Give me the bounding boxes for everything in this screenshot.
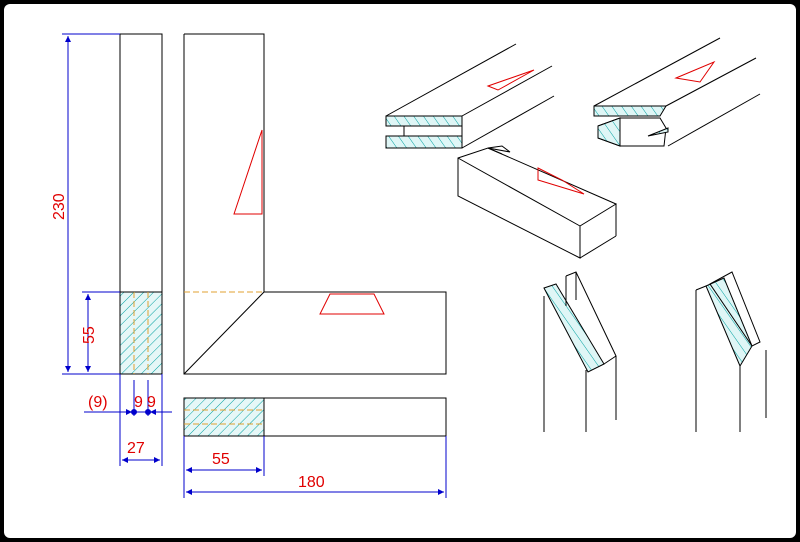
iso1-top-cheek <box>385 115 463 127</box>
dim-text-nine-b: 9 <box>147 394 156 411</box>
bridle-open-cheek <box>543 283 605 373</box>
red-trapezoid-horizontal <box>319 293 385 315</box>
plan-view-hatch <box>183 397 265 437</box>
iso2-red-mark <box>674 60 716 83</box>
joint-drawing: 230 55 (9) 9 9 27 55 <box>51 33 767 498</box>
side-view-tenon-hatch <box>119 291 163 375</box>
iso-block-red-mark <box>537 167 585 195</box>
red-triangle-vertical <box>233 129 263 215</box>
dim-text-180: 180 <box>298 474 325 491</box>
side-view <box>119 33 163 375</box>
vertical-dimensions: 230 55 <box>51 33 120 375</box>
dim-text-27: 27 <box>127 440 145 457</box>
dim-text-55-vertical: 55 <box>81 326 98 344</box>
iso-slotted-member <box>385 43 555 149</box>
dim-text-nine-a: 9 <box>134 394 143 411</box>
l-shape-outline <box>183 33 447 375</box>
plan-view <box>183 397 447 437</box>
dim-text-offset: (9) <box>88 394 108 411</box>
iso2-top-face <box>593 105 667 117</box>
iso2-side-face <box>597 117 621 147</box>
drawing-sheet: 230 55 (9) 9 9 27 55 <box>4 4 796 538</box>
dim-text-55-horizontal: 55 <box>212 451 230 468</box>
iso-bridle-closed <box>695 271 767 432</box>
length-dimensions: 55 180 <box>183 436 447 498</box>
iso1-red-mark <box>486 69 535 91</box>
miter-line <box>183 291 265 375</box>
front-view-corner <box>183 33 447 375</box>
iso-tenon-member <box>593 37 761 147</box>
iso-bridle-open <box>543 271 617 432</box>
dim-dot-right <box>145 409 151 415</box>
bridle-closed-face <box>705 277 753 368</box>
dim-text-230: 230 <box>51 193 68 220</box>
iso1-bottom-cheek <box>385 135 463 149</box>
thickness-dimensions: (9) 9 9 27 <box>84 374 172 466</box>
iso-block <box>457 145 618 259</box>
dim-dot-left <box>131 409 137 415</box>
